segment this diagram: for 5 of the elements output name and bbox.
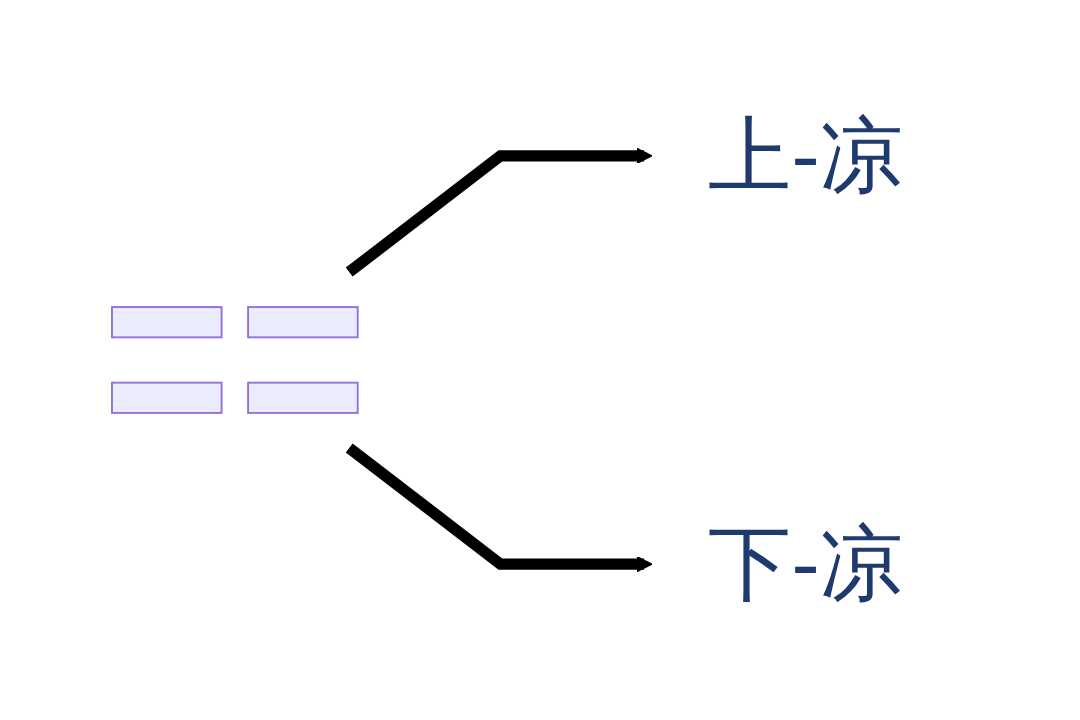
text-label: 上-凉 bbox=[708, 106, 903, 204]
broken-lines-icon bbox=[111, 306, 359, 414]
arrow bbox=[345, 443, 653, 573]
arrow bbox=[345, 147, 653, 277]
text-label: 下-凉 bbox=[708, 515, 903, 612]
